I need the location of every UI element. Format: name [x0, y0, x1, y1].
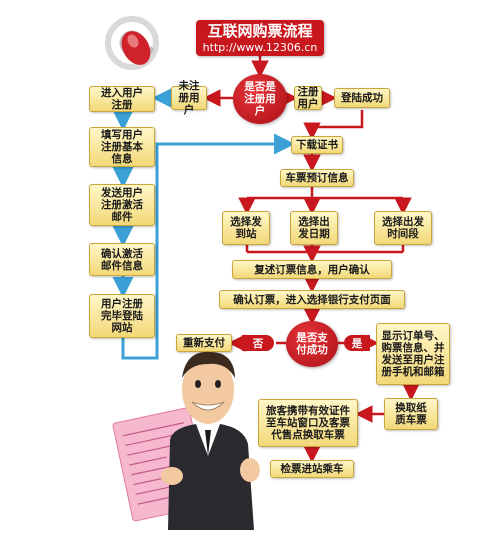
ticket-info-box: 车票预订信息 [280, 169, 354, 187]
download-cert-label: 下载证书 [296, 139, 338, 151]
option-station-label: 选择发到站 [230, 216, 262, 240]
decision-payment: 是否支付成功 [286, 321, 338, 367]
board-label: 检票进站乘车 [280, 463, 344, 475]
no-tag: 否 [242, 335, 274, 351]
registered-user-box: 注册用户 [294, 86, 322, 110]
step-confirm-activation: 确认激活邮件信息 [89, 243, 155, 276]
ticket-info-label: 车票预订信息 [285, 172, 349, 184]
decision-registered-label: 是否是注册用户 [244, 81, 276, 117]
login-success-label: 登陆成功 [341, 92, 383, 104]
confirm-order-box: 确认订票，进入选择银行支付页面 [219, 290, 405, 309]
decision-registered-user: 是否是注册用户 [233, 74, 287, 124]
unregistered-user-box: 未注册用户 [171, 80, 207, 116]
step-fill-info: 填写用户注册基本信息 [89, 127, 155, 167]
step-send-activation-label: 发送用户注册激活邮件 [101, 187, 143, 223]
title-url: http://www.12306.cn [202, 41, 318, 54]
step-confirm-activation-label: 确认激活邮件信息 [101, 247, 143, 272]
registered-user-label: 注册用户 [297, 86, 319, 110]
decision-payment-label: 是否支付成功 [296, 332, 328, 356]
board-box: 检票进站乘车 [270, 460, 354, 478]
show-order-box: 显示订单号、购票信息、并发送至用户注册手机和邮箱 [376, 323, 450, 385]
option-time-label: 选择出发时间段 [382, 216, 424, 240]
download-cert-box: 下载证书 [291, 136, 343, 154]
option-station: 选择发到站 [222, 211, 270, 245]
recheck-box: 复述订票信息，用户确认 [232, 260, 392, 279]
logo-icon [103, 14, 161, 72]
step-enter-register: 进入用户注册 [89, 86, 155, 112]
exchange-label: 换取纸质车票 [395, 402, 427, 426]
yes-label: 是 [351, 337, 363, 350]
option-time: 选择出发时间段 [374, 211, 432, 245]
step-register-complete-label: 用户注册完毕登陆网站 [101, 298, 143, 334]
confirm-order-label: 确认订票，进入选择银行支付页面 [233, 293, 391, 306]
businessman-illustration [108, 344, 268, 530]
collect-box: 旅客携带有效证件至车站窗口及客票代售点换取车票 [258, 399, 358, 447]
exchange-box: 换取纸质车票 [384, 398, 438, 430]
page-title: 互联网购票流程 http://www.12306.cn [196, 20, 324, 56]
repay-box: 重新支付 [176, 334, 232, 352]
repay-label: 重新支付 [183, 337, 225, 349]
unregistered-user-label: 未注册用户 [178, 80, 200, 116]
login-success-box: 登陆成功 [334, 88, 390, 108]
yes-tag: 是 [344, 335, 370, 351]
option-date-label: 选择出发日期 [298, 216, 330, 240]
step-fill-info-label: 填写用户注册基本信息 [101, 129, 143, 165]
title-main: 互联网购票流程 [207, 22, 313, 40]
step-send-activation: 发送用户注册激活邮件 [89, 184, 155, 226]
show-order-label: 显示订单号、购票信息、并发送至用户注册手机和邮箱 [381, 330, 445, 378]
option-date: 选择出发日期 [290, 211, 338, 245]
no-label: 否 [252, 337, 264, 350]
collect-label: 旅客携带有效证件至车站窗口及客票代售点换取车票 [266, 405, 350, 441]
step-register-complete: 用户注册完毕登陆网站 [89, 294, 155, 338]
recheck-label: 复述订票信息，用户确认 [254, 263, 370, 276]
step-enter-register-label: 进入用户注册 [101, 87, 143, 111]
